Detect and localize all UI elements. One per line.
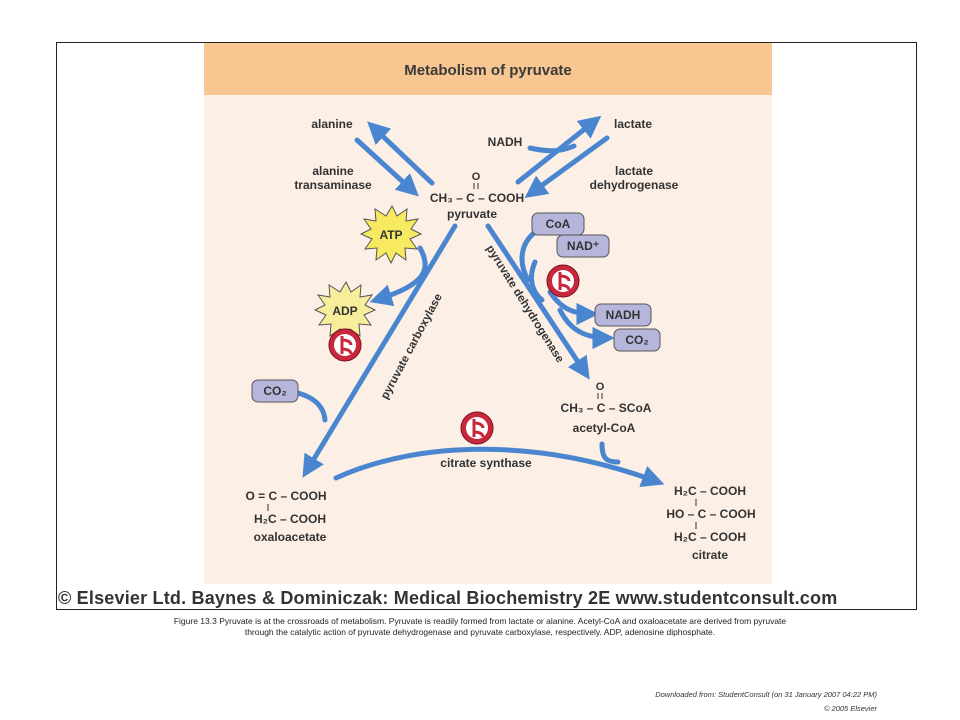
arrow-nadh-consumed [527,143,577,154]
arrow-co2-produced [557,307,615,350]
nadh-right-box [594,303,652,327]
regulation-symbol-citrate-synthase [460,411,494,445]
arrow-pyruvate-to-alanine [367,121,435,186]
citrate-line3: H₂C – COOH [674,530,746,544]
citrate-line2: HO – C – COOH [666,507,755,521]
download-note: Downloaded from: StudentConsult (on 31 J… [655,690,877,699]
arrow-co2-consumed [295,390,328,423]
alanine-label: alanine [311,117,353,131]
pyruvate-formula: CH₃ – C – COOH [430,191,524,205]
caption-line-2: through the catalytic action of pyruvate… [244,627,716,637]
diagram-title: Metabolism of pyruvate [404,62,572,79]
elsevier-credit: © 2005 Elsevier [823,704,877,713]
caption-line-1: Figure 13.3 Pyruvate is at the crossroad… [173,616,787,626]
co2-right-box [613,328,661,352]
oxaloacetate-line1: O = C – COOH [245,489,326,503]
nadh-top-label: NADH [488,135,523,149]
nad-plus-box [556,234,610,258]
nad-plus-label: NAD⁺ [567,239,599,253]
acetyl-coa-formula: CH₃ – C – SCoA [561,401,652,415]
lactate-label: lactate [614,117,652,131]
coa-box [531,212,585,236]
citrate-line1: H₂C – COOH [674,484,746,498]
atp-label: ATP [379,228,402,242]
arrow-nad-consumed [529,259,545,303]
citrate-label: citrate [692,548,728,562]
lactate-dehydrogenase-line1: lactate [615,164,653,178]
co2-left-box [251,379,299,403]
arrow-atp-to-adp [369,245,428,307]
title-band [204,43,772,95]
acetyl-coa-carbonyl-o: O [596,381,605,393]
regulation-symbol-pdh [546,264,580,298]
co2-right-label: CO₂ [625,333,648,347]
oxaloacetate-line2: H₂C – COOH [254,512,326,526]
arrow-citrate-synthase [333,446,665,488]
pyruvate-carboxylase-label: pyruvate carboxylase [379,292,445,401]
copyright-banner: © Elsevier Ltd. Baynes & Dominiczak: Med… [58,588,838,608]
coa-label: CoA [546,217,571,231]
alanine-transaminase-line2: transaminase [294,178,372,192]
atp-burst [359,204,423,265]
regulation-symbol-carboxylase [328,328,362,362]
arrow-nadh-produced [547,289,599,326]
citrate-synthase-label: citrate synthase [440,456,532,470]
pyruvate-carbonyl-o: O [472,171,481,183]
arrow-alanine-to-pyruvate [354,137,419,197]
pyruvate-dehydrogenase-label: pyruvate dehydrogenase [483,243,565,365]
figure-caption: Figure 13.3 Pyruvate is at the crossroad… [60,616,900,638]
co2-left-label: CO₂ [263,384,286,398]
arrow-lactate-to-pyruvate [524,135,610,198]
oxaloacetate-label: oxaloacetate [254,530,327,544]
pyruvate-label: pyruvate [447,207,497,221]
nadh-right-label: NADH [606,308,641,322]
acetyl-coa-label: acetyl-CoA [573,421,636,435]
adp-label: ADP [332,304,357,318]
diagram-panel [204,43,772,584]
alanine-transaminase-line1: alanine [312,164,354,178]
arrow-pyruvate-dehydrogenase [485,223,590,380]
lactate-dehydrogenase-line2: dehydrogenase [590,178,679,192]
arrow-pyruvate-carboxylase [302,223,458,478]
arrow-acetyl-coa-to-citrate [599,441,621,465]
